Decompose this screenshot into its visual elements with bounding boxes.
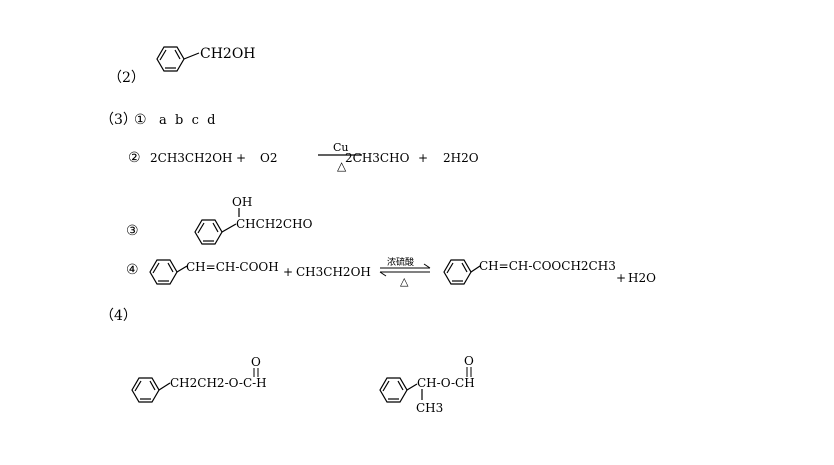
item4-plus2: + <box>616 271 626 285</box>
item1-marker: ① <box>134 112 147 128</box>
item4-reactant1-chain: CH=CH-COOH <box>186 260 279 274</box>
benzene-ring-icon <box>156 46 200 72</box>
structure2-methyl: CH3 <box>416 401 443 415</box>
item1-answer: a b c d <box>159 113 215 128</box>
item2-reactant1: 2CH3CH2OH <box>150 151 233 165</box>
carbonyl-double-bond-icon <box>253 368 259 377</box>
part2-label: （2） <box>108 70 145 86</box>
item2-plus2: + <box>418 151 428 165</box>
item4-catalyst: 浓硫酸 <box>387 256 414 268</box>
item2-catalyst: Cu <box>333 141 349 154</box>
part3-label: （3） <box>100 112 137 128</box>
structure2-chain: CH-O-CH <box>417 376 475 390</box>
item2-product1: 2CH3CHO <box>345 151 410 165</box>
item4-product2: H2O <box>628 271 656 285</box>
item2-condition: △ <box>337 159 347 173</box>
benzene-ring-icon <box>149 259 188 285</box>
benzene-ring-icon <box>443 259 481 285</box>
item4-condition: △ <box>400 275 409 288</box>
part2-substituent: CH2OH <box>200 46 256 62</box>
item3-chain: CHCH2CHO <box>236 217 313 231</box>
benzene-ring-icon <box>131 377 171 403</box>
item2-product2: 2H2O <box>443 151 479 165</box>
item4-product-chain: CH=CH-COOCH2CH3 <box>479 259 616 273</box>
benzene-ring-icon <box>194 208 240 245</box>
item3-oh: OH <box>232 195 252 209</box>
item4-reactant2: CH3CH2OH <box>296 265 371 279</box>
item2-plus1: + <box>236 151 246 165</box>
item2-reactant2: O2 <box>260 151 277 165</box>
item2-marker: ② <box>128 150 141 166</box>
structure2-carbonyl-o: O <box>464 354 474 368</box>
item4-marker: ④ <box>126 262 139 278</box>
structure1-chain: CH2CH2-O-C-H <box>170 376 267 390</box>
item4-plus1: + <box>283 265 293 279</box>
carbonyl-double-bond-icon <box>466 367 472 377</box>
structure1-carbonyl-o: O <box>251 355 261 369</box>
equilibrium-arrow-icon <box>379 263 431 277</box>
benzene-ring-icon <box>379 377 423 403</box>
item3-marker: ③ <box>126 223 139 239</box>
part4-label: （4） <box>100 308 137 324</box>
